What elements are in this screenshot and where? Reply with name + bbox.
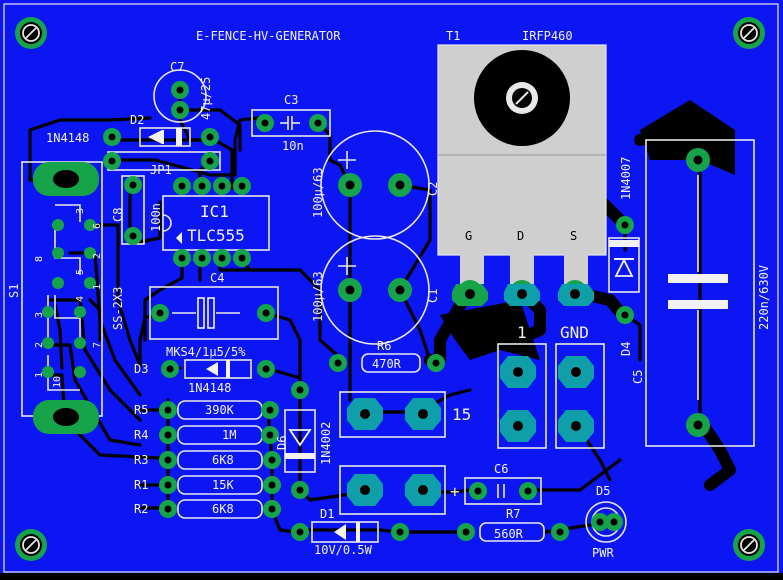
sw-pin-label: 1 [34,372,45,378]
d5-ref: D5 [596,484,610,498]
c3-ref: C3 [284,93,298,107]
terminal-pads [347,284,594,506]
sw-pin-label: 7 [92,342,103,348]
source-label: S [570,229,577,243]
pads [33,81,710,541]
r4-ref: R4 [134,428,148,442]
sw-pin-label: 1 [92,284,103,290]
d4-ref: D4 [619,342,633,356]
r3-ref: R3 [134,453,148,467]
sw-pin-label: 10 [52,376,63,388]
jp1-label: JP1 [150,163,172,177]
c5-ref: C5 [631,370,645,384]
board-title: E-FENCE-HV-GENERATOR [196,29,341,43]
silkscreen-text: E-FENCE-HV-GENERATOR T1 IRFP460 C7 47µ/2… [7,29,771,560]
r5-ref: R5 [134,403,148,417]
d2-ref: D2 [130,113,144,127]
gate-label: G [465,229,472,243]
sw-pin-label: 2 [34,342,45,348]
r7-ref: R7 [506,507,520,521]
mount-hole-tr [732,16,766,50]
r7-val: 560R [494,527,524,541]
r5-val: 390K [205,403,235,417]
plus-sign: + [450,482,460,501]
r4-val: 1M [222,428,236,442]
c2-val: 100µ/63 [311,167,325,218]
sw-pin-label: 5 [75,269,86,275]
mount-hole-br [732,528,766,562]
t1-ref: T1 [446,29,460,43]
c2-ref: C2 [426,182,440,196]
r6-ref: R6 [377,339,391,353]
d4-part: 1N4007 [619,157,633,200]
c4-ref: C4 [210,271,224,285]
c1-val: 100µ/63 [311,271,325,322]
t1-part: IRFP460 [522,29,573,43]
sw-pin-label: 4 [75,296,86,302]
sw-pin-label: 6 [92,223,103,229]
terminal-1-label: 1 [517,323,527,342]
d2-part: 1N4148 [46,131,89,145]
mount-hole-bl [14,528,48,562]
r1-ref: R1 [134,478,148,492]
d3-ref: D3 [134,362,148,376]
c4-val: MKS4/1µ5/5% [166,345,246,359]
sw-pin-label: 2 [92,253,103,259]
terminal-gnd-label: GND [560,323,589,342]
terminal-15-label: 15 [452,405,471,424]
r2-val: 6K8 [212,502,234,516]
d6-part: 1N4002 [319,422,333,465]
d1-ref: D1 [320,507,334,521]
s1-part: SS-2X3 [111,287,125,330]
c3-val: 10n [282,139,304,153]
sw-pin-label: 8 [34,256,45,262]
c8-ref: C8 [111,208,125,222]
c1-ref: C1 [426,289,440,303]
r3-val: 6K8 [212,453,234,467]
silkscreen-outlines [21,44,755,543]
ic1-ref: IC1 [200,202,229,221]
c7-val: 47µ/25 [199,77,213,120]
s1-ref: S1 [7,284,21,298]
c7-ref: C7 [170,60,184,74]
c8-val: 100n [149,203,163,232]
c6-ref: C6 [494,462,508,476]
drain-label: D [517,229,524,243]
r2-ref: R2 [134,502,148,516]
r6-val: 470R [372,357,402,371]
ic1-part: TLC555 [187,226,245,245]
d1-val: 10V/0.5W [314,543,373,557]
sw-pin-label: 3 [75,208,86,214]
sw-pin-label: 3 [34,312,45,318]
r1-val: 15K [212,478,234,492]
c5-val: 220n/630V [757,265,771,330]
d5-label: PWR [592,546,614,560]
board-edge [3,3,779,573]
d6-ref: D6 [275,436,289,450]
d3-part: 1N4148 [188,381,231,395]
mount-hole-tl [14,16,48,50]
